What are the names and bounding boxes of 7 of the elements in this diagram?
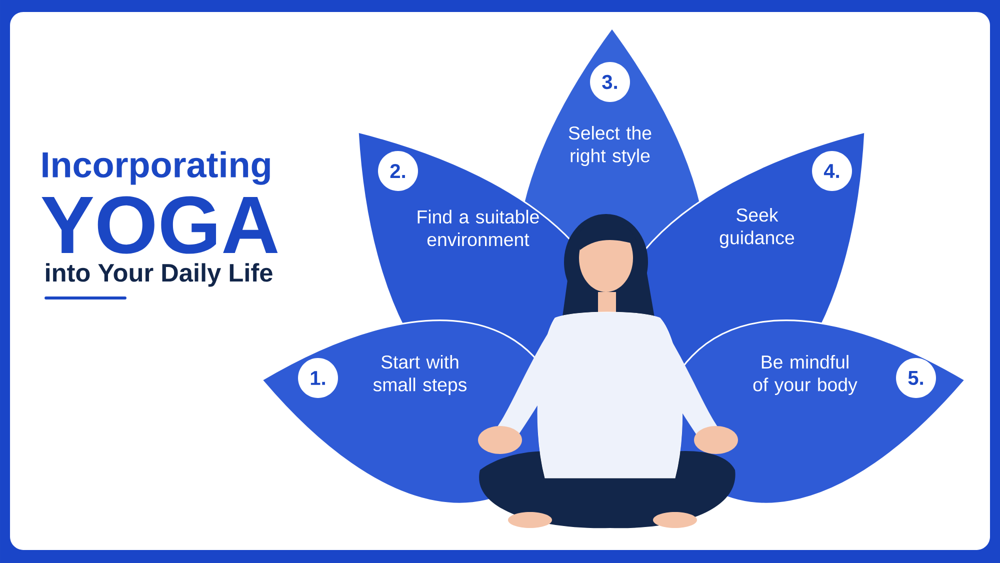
title-text: YOGA [42, 196, 278, 254]
number-badge: 5. [896, 358, 936, 398]
number-badge: 1. [298, 358, 338, 398]
title-text: Incorporating [42, 151, 270, 185]
number-badge: 2. [378, 151, 418, 191]
number-badge: 4. [812, 151, 852, 191]
title-text: into Your Daily Life [46, 263, 272, 287]
